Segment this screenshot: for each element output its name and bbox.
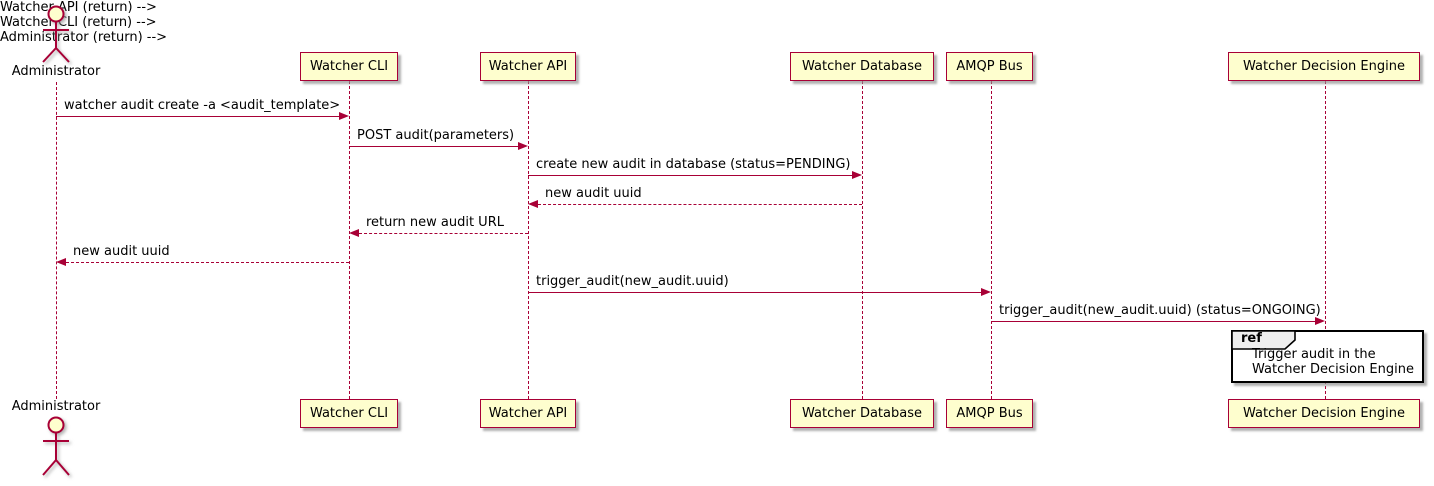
participant-watcher-api-top: Watcher API [480, 52, 576, 81]
message-label: trigger_audit(new_audit.uuid) [536, 274, 729, 289]
ref-tab-shape [1231, 330, 1296, 350]
lifeline-watcher-cli [349, 81, 350, 399]
participant-watcher-cli-top: Watcher CLI [300, 52, 398, 81]
participant-watcher-decision-engine-bottom: Watcher Decision Engine [1228, 399, 1420, 428]
lifeline-amqp-bus [991, 81, 992, 399]
participant-label: Watcher API [488, 406, 568, 421]
lifeline-watcher-decision-engine [1325, 81, 1326, 399]
participant-label: Watcher CLI [309, 406, 389, 421]
administrator-actor-icon [42, 5, 70, 63]
message-label: new audit uuid [73, 244, 170, 259]
administrator-actor-icon [42, 416, 70, 476]
message-line [528, 292, 982, 293]
ref-tab: ref [1231, 330, 1297, 354]
ref-text-line1: Trigger audit in the [1252, 347, 1376, 362]
participant-amqp-bus-top: AMQP Bus [946, 52, 1033, 81]
participant-label: Watcher Database [802, 59, 922, 74]
message-label: trigger_audit(new_audit.uuid) (status=ON… [999, 303, 1321, 318]
arrowhead-right [518, 142, 528, 150]
message-line [349, 146, 519, 147]
ref-fragment: ref Trigger audit in the Watcher Decisio… [1231, 330, 1424, 383]
arrowhead-right [1315, 317, 1325, 325]
participant-amqp-bus-bottom: AMQP Bus [946, 399, 1033, 428]
participant-watcher-decision-engine-top: Watcher Decision Engine [1228, 52, 1420, 81]
message-line [56, 116, 340, 117]
participant-watcher-api-bottom: Watcher API [480, 399, 576, 428]
arrowhead-left [56, 258, 66, 266]
message-line [66, 262, 349, 263]
actor-label-administrator-bottom: Administrator [11, 399, 101, 414]
arrowhead-left [528, 200, 538, 208]
arrowhead-right [852, 171, 862, 179]
message-label: watcher audit create -a <audit_template> [64, 98, 341, 113]
message-line [991, 321, 1316, 322]
message-label: return new audit URL [366, 215, 504, 230]
ref-keyword: ref [1241, 331, 1262, 346]
message-label: new audit uuid [545, 186, 642, 201]
participant-label: AMQP Bus [956, 59, 1023, 74]
lifeline-administrator [56, 82, 57, 399]
participant-label: AMQP Bus [956, 406, 1023, 421]
arrowhead-right [981, 288, 991, 296]
participant-watcher-database-bottom: Watcher Database [790, 399, 934, 428]
participant-label: Watcher CLI [309, 59, 389, 74]
arrowhead-right [339, 112, 349, 120]
participant-label: Watcher Decision Engine [1243, 59, 1405, 74]
actor-label-administrator-top: Administrator [11, 64, 101, 79]
ref-text-line2: Watcher Decision Engine [1252, 362, 1414, 377]
participant-label: Watcher API [488, 59, 568, 74]
message-line [359, 233, 528, 234]
message-line [538, 204, 862, 205]
participant-watcher-database-top: Watcher Database [790, 52, 934, 81]
message-line [528, 175, 853, 176]
arrowhead-left [349, 229, 359, 237]
lifeline-watcher-database [862, 81, 863, 399]
ref-text: Trigger audit in the Watcher Decision En… [1252, 347, 1414, 377]
message-label: POST audit(parameters) [357, 128, 515, 143]
participant-label: Watcher Database [802, 406, 922, 421]
participant-watcher-cli-bottom: Watcher CLI [300, 399, 398, 428]
lifeline-watcher-api [528, 81, 529, 399]
participant-label: Watcher Decision Engine [1243, 406, 1405, 421]
message-label: create new audit in database (status=PEN… [536, 157, 851, 172]
